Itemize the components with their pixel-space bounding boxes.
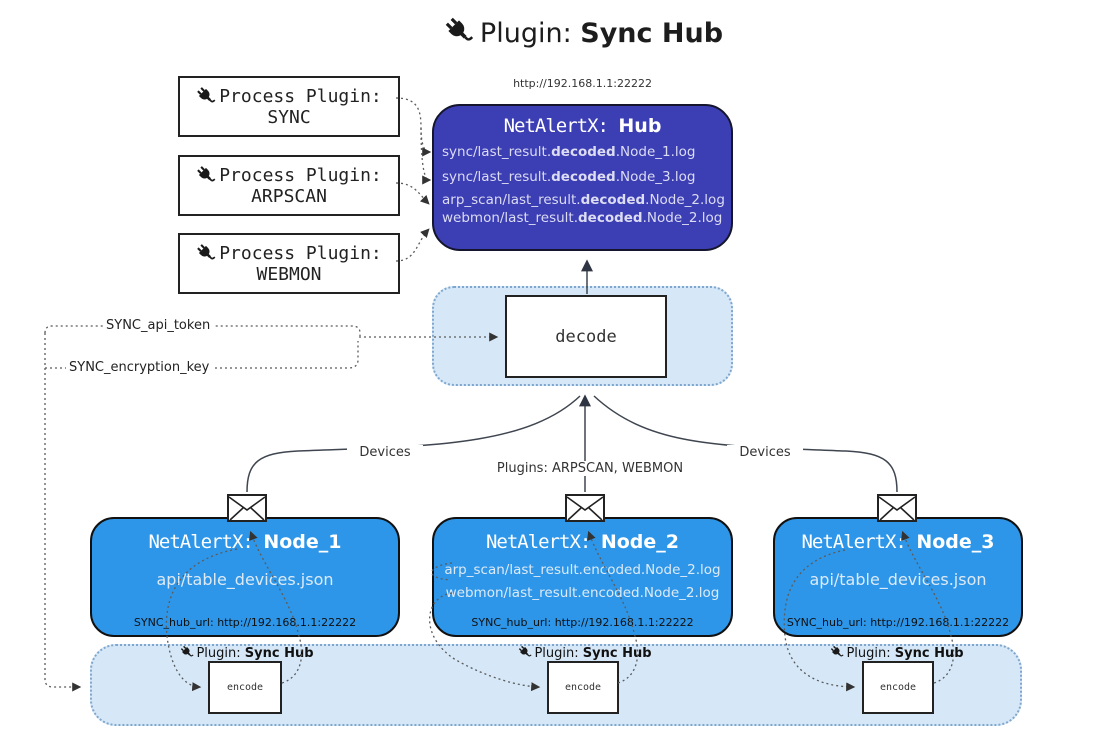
plug-icon bbox=[197, 87, 216, 103]
node-line: api/table_devices.json bbox=[809, 570, 987, 589]
envelope-icon bbox=[565, 494, 605, 522]
node-title: NetAlertX: Node_3 bbox=[801, 531, 995, 553]
encoder-label: Plugin: Sync Hub bbox=[797, 645, 997, 661]
envelope-icon bbox=[877, 494, 917, 522]
encoder-label: Plugin: Sync Hub bbox=[147, 645, 347, 661]
encode-box: encode bbox=[547, 661, 619, 714]
node-footer: SYNC_hub_url: http://192.168.1.1:22222 bbox=[786, 616, 1010, 629]
node-line: webmon/last_result.encoded.Node_2.log bbox=[445, 585, 720, 601]
process-plugin-label: Process Plugin: bbox=[219, 85, 382, 107]
edge-node3-to-decode bbox=[593, 395, 898, 493]
envelope-icon bbox=[227, 494, 267, 522]
edge-node1-to-decode bbox=[246, 395, 581, 493]
plug-icon bbox=[181, 645, 195, 657]
title-prefix: Plugin: bbox=[479, 18, 581, 49]
node-footer: SYNC_hub_url: http://192.168.1.1:22222 bbox=[133, 616, 357, 629]
netalertx-hub-box: NetAlertX: Hub sync/last_result.decoded.… bbox=[432, 104, 733, 251]
node-line: arp_scan/last_result.encoded.Node_2.log bbox=[444, 562, 721, 578]
hub-log-line: arp_scan/last_result.decoded.Node_2.log bbox=[442, 192, 725, 208]
node-title: NetAlertX: Node_1 bbox=[148, 531, 342, 553]
hub-log-line: webmon/last_result.decoded.Node_2.log bbox=[442, 210, 723, 226]
process-plugin-name: SYNC bbox=[267, 106, 311, 128]
node-line: api/table_devices.json bbox=[156, 570, 334, 589]
encode-box: encode bbox=[862, 661, 934, 714]
title-bold: Sync Hub bbox=[580, 18, 724, 49]
plug-icon bbox=[445, 17, 474, 41]
hub-title: NetAlertX: Hub bbox=[503, 115, 662, 137]
plug-icon bbox=[519, 645, 533, 657]
netalertx-node2-box: NetAlertX: Node_2 arp_scan/last_result.e… bbox=[432, 517, 733, 637]
edge-arpscan-to-hub bbox=[395, 182, 430, 205]
process-plugin-label: Process Plugin: bbox=[219, 164, 382, 186]
plugins-center-label: Plugins: ARPSCAN, WEBMON bbox=[487, 461, 693, 476]
encode-box: encode bbox=[208, 661, 282, 714]
node-footer: SYNC_hub_url: http://192.168.1.1:22222 bbox=[471, 616, 694, 629]
process-plugin-webmon-box: Process Plugin: WEBMON bbox=[178, 233, 400, 294]
edge-sync-to-hub-node3 bbox=[420, 127, 432, 185]
page-title: Plugin: Sync Hub bbox=[50, 16, 1117, 49]
sync-encryption-key-label: SYNC_encryption_key bbox=[66, 360, 213, 375]
sync-api-token-label: SYNC_api_token bbox=[103, 318, 214, 333]
process-plugin-name: WEBMON bbox=[256, 263, 322, 285]
hub-log-line: sync/last_result.decoded.Node_1.log bbox=[442, 144, 696, 160]
plug-icon bbox=[197, 166, 216, 182]
decode-box: decode bbox=[505, 295, 667, 378]
hub-log-line: sync/last_result.decoded.Node_3.log bbox=[442, 169, 696, 185]
node-title: NetAlertX: Node_2 bbox=[485, 531, 679, 553]
edge-webmon-to-hub bbox=[395, 228, 430, 262]
process-plugin-sync-box: Process Plugin: SYNC bbox=[178, 76, 400, 137]
plug-icon bbox=[197, 244, 216, 260]
edge-secrets-to-encoders bbox=[44, 333, 82, 692]
encoder-label: Plugin: Sync Hub bbox=[485, 645, 685, 661]
plug-icon bbox=[831, 645, 845, 657]
process-plugin-arpscan-box: Process Plugin: ARPSCAN bbox=[178, 155, 400, 216]
process-plugin-name: ARPSCAN bbox=[251, 185, 327, 207]
netalertx-node1-box: NetAlertX: Node_1 api/table_devices.json… bbox=[90, 517, 400, 637]
devices-left-label: Devices bbox=[347, 445, 423, 460]
hub-url: http://192.168.1.1:22222 bbox=[513, 77, 652, 90]
edge-sync-to-hub-node1 bbox=[395, 97, 432, 157]
devices-right-label: Devices bbox=[727, 445, 803, 460]
process-plugin-label: Process Plugin: bbox=[219, 242, 382, 264]
netalertx-node3-box: NetAlertX: Node_3 api/table_devices.json… bbox=[773, 517, 1023, 637]
